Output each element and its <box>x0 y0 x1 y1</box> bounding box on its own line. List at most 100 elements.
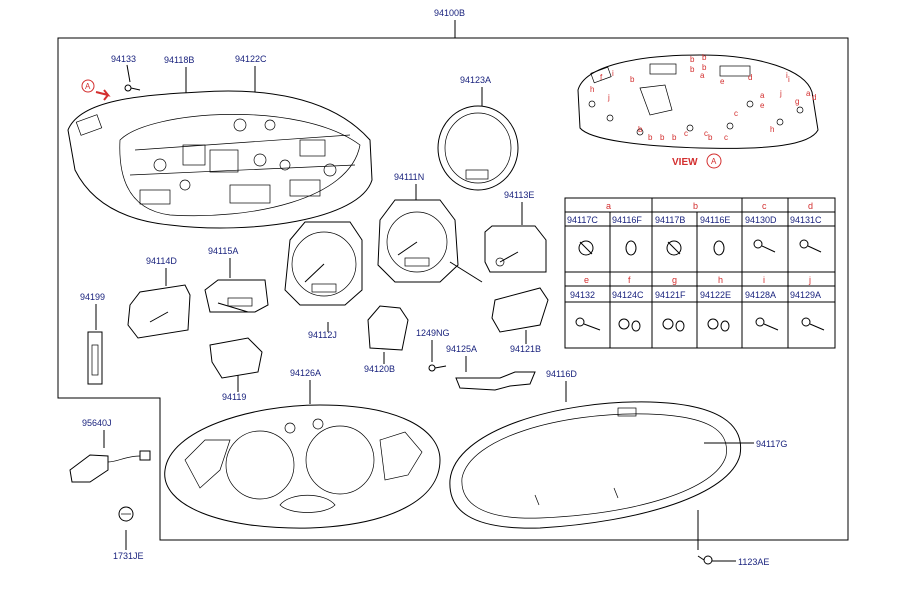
view-a-ref-letter: j <box>607 93 610 102</box>
label-94122C[interactable]: 94122C <box>235 54 267 64</box>
label-94117G[interactable]: 94117G <box>756 439 787 449</box>
screw-icon <box>753 239 776 253</box>
cover-94120B <box>367 305 409 351</box>
cover-94119 <box>209 337 263 379</box>
table-code-94130D[interactable]: 94130D <box>745 215 777 225</box>
label-94118B[interactable]: 94118B <box>164 55 194 65</box>
table-letter-g: g <box>672 275 677 285</box>
view-a-ref-letter: a <box>700 71 705 80</box>
view-a-ref-letter: c <box>734 109 738 118</box>
screw-icon <box>575 317 601 331</box>
label-94119[interactable]: 94119 <box>222 392 246 402</box>
sensor-95640J <box>69 450 151 483</box>
callout-circle <box>81 79 95 93</box>
table-code-94129A[interactable]: 94129A <box>790 290 821 300</box>
table-code-94131C[interactable]: 94131C <box>790 215 822 225</box>
fuel-gauge-94113E <box>484 225 547 273</box>
bezel-94126A <box>164 404 441 529</box>
table-letter-d: d <box>808 201 813 211</box>
table-letter-h: h <box>718 275 723 285</box>
label-94111N[interactable]: 94111N <box>394 172 424 182</box>
label-1123AE[interactable]: 1123AE <box>738 557 769 567</box>
screw-94133-icon <box>124 84 141 92</box>
bulb-socket-icon <box>666 240 682 256</box>
view-a-ref-letter: b <box>702 63 707 72</box>
view-a-ref-letter: c <box>724 133 728 142</box>
table-code-94132[interactable]: 94132 <box>570 290 595 300</box>
assembly-frame <box>57 37 849 541</box>
label-94126A[interactable]: 94126A <box>290 368 321 378</box>
table-code-94121F[interactable]: 94121F <box>655 290 686 300</box>
view-a-ref-letter: b <box>672 133 677 142</box>
view-a-ref-letter: c <box>704 129 708 138</box>
callout-letter: A <box>85 82 91 91</box>
label-94100B[interactable]: 94100B <box>434 8 465 18</box>
view-a-ref-letter: f <box>600 73 603 82</box>
view-a-ref-letter: b <box>690 55 695 64</box>
view-a-panel <box>577 54 819 149</box>
view-a-ref-letter: d <box>812 93 816 102</box>
bulb-table <box>564 197 836 349</box>
label-94199[interactable]: 94199 <box>80 292 105 302</box>
leader-94133 <box>126 64 131 83</box>
view-a-title: VIEW <box>672 157 698 168</box>
clip-1731JE-icon <box>118 506 134 522</box>
label-94115A[interactable]: 94115A <box>208 246 238 256</box>
label-94133[interactable]: 94133 <box>111 54 136 64</box>
arrow-icon <box>95 89 111 101</box>
label-94123A[interactable]: 94123A <box>460 75 491 85</box>
table-code-94122E[interactable]: 94122E <box>700 290 731 300</box>
label-94116D[interactable]: 94116D <box>546 369 577 379</box>
view-a-ref-letter: c <box>684 129 688 138</box>
label-94120B[interactable]: 94120B <box>364 364 395 374</box>
view-a-ref-letter: b <box>648 133 653 142</box>
table-letter-i: i <box>763 275 765 285</box>
gauge-face-94123A <box>437 105 519 191</box>
label-94112J[interactable]: 94112J <box>308 330 337 340</box>
gauge-94114D <box>127 284 191 339</box>
bulb-icon <box>713 240 725 256</box>
screw-1123AE-icon <box>697 555 713 565</box>
screw-1249NG-icon <box>428 364 447 372</box>
table-code-94128A[interactable]: 94128A <box>745 290 776 300</box>
bracket-94199 <box>87 331 103 385</box>
view-a-ref-letter: j <box>779 89 782 98</box>
label-1731JE[interactable]: 1731JE <box>113 551 144 561</box>
bulb-icon <box>625 240 637 256</box>
view-a-circle <box>706 153 722 169</box>
screw-icon <box>799 239 822 253</box>
label-1249NG[interactable]: 1249NG <box>416 328 450 338</box>
speedometer-94111N <box>377 199 483 283</box>
table-code-94117C[interactable]: 94117C <box>567 215 598 225</box>
cover-94121B <box>491 287 549 333</box>
view-a-ref-letter: a <box>760 91 765 100</box>
label-94121B[interactable]: 94121B <box>510 344 541 354</box>
view-a-ref-letter: h <box>590 85 594 94</box>
bulb-socket-icon <box>662 318 685 332</box>
view-a-ref-letter: h <box>770 125 774 134</box>
view-a-ref-letter: i <box>788 75 790 84</box>
table-code-94116E[interactable]: 94116E <box>700 215 730 225</box>
table-letter-c: c <box>762 201 767 211</box>
table-code-94116F[interactable]: 94116F <box>612 215 642 225</box>
table-code-94124C[interactable]: 94124C <box>612 290 644 300</box>
view-a-ref-letter: g <box>795 97 799 106</box>
table-letter-b: b <box>693 201 698 211</box>
module-94115A <box>204 279 269 313</box>
table-letter-f: f <box>628 275 631 285</box>
label-94113E[interactable]: 94113E <box>504 190 534 200</box>
screw-icon <box>755 317 779 331</box>
label-94125A[interactable]: 94125A <box>446 344 477 354</box>
label-94114D[interactable]: 94114D <box>146 256 177 266</box>
label-95640J[interactable]: 95640J <box>82 418 112 428</box>
view-a-ref-letter: b <box>690 65 695 74</box>
bracket-94125A <box>455 371 536 391</box>
cluster-housing-94118B <box>67 90 373 229</box>
table-letter-j: j <box>808 275 811 285</box>
tachometer-94112J <box>284 221 363 306</box>
view-a-callout[interactable]: A <box>81 79 111 101</box>
table-code-94117B[interactable]: 94117B <box>655 215 685 225</box>
table-letter-e: e <box>584 275 589 285</box>
